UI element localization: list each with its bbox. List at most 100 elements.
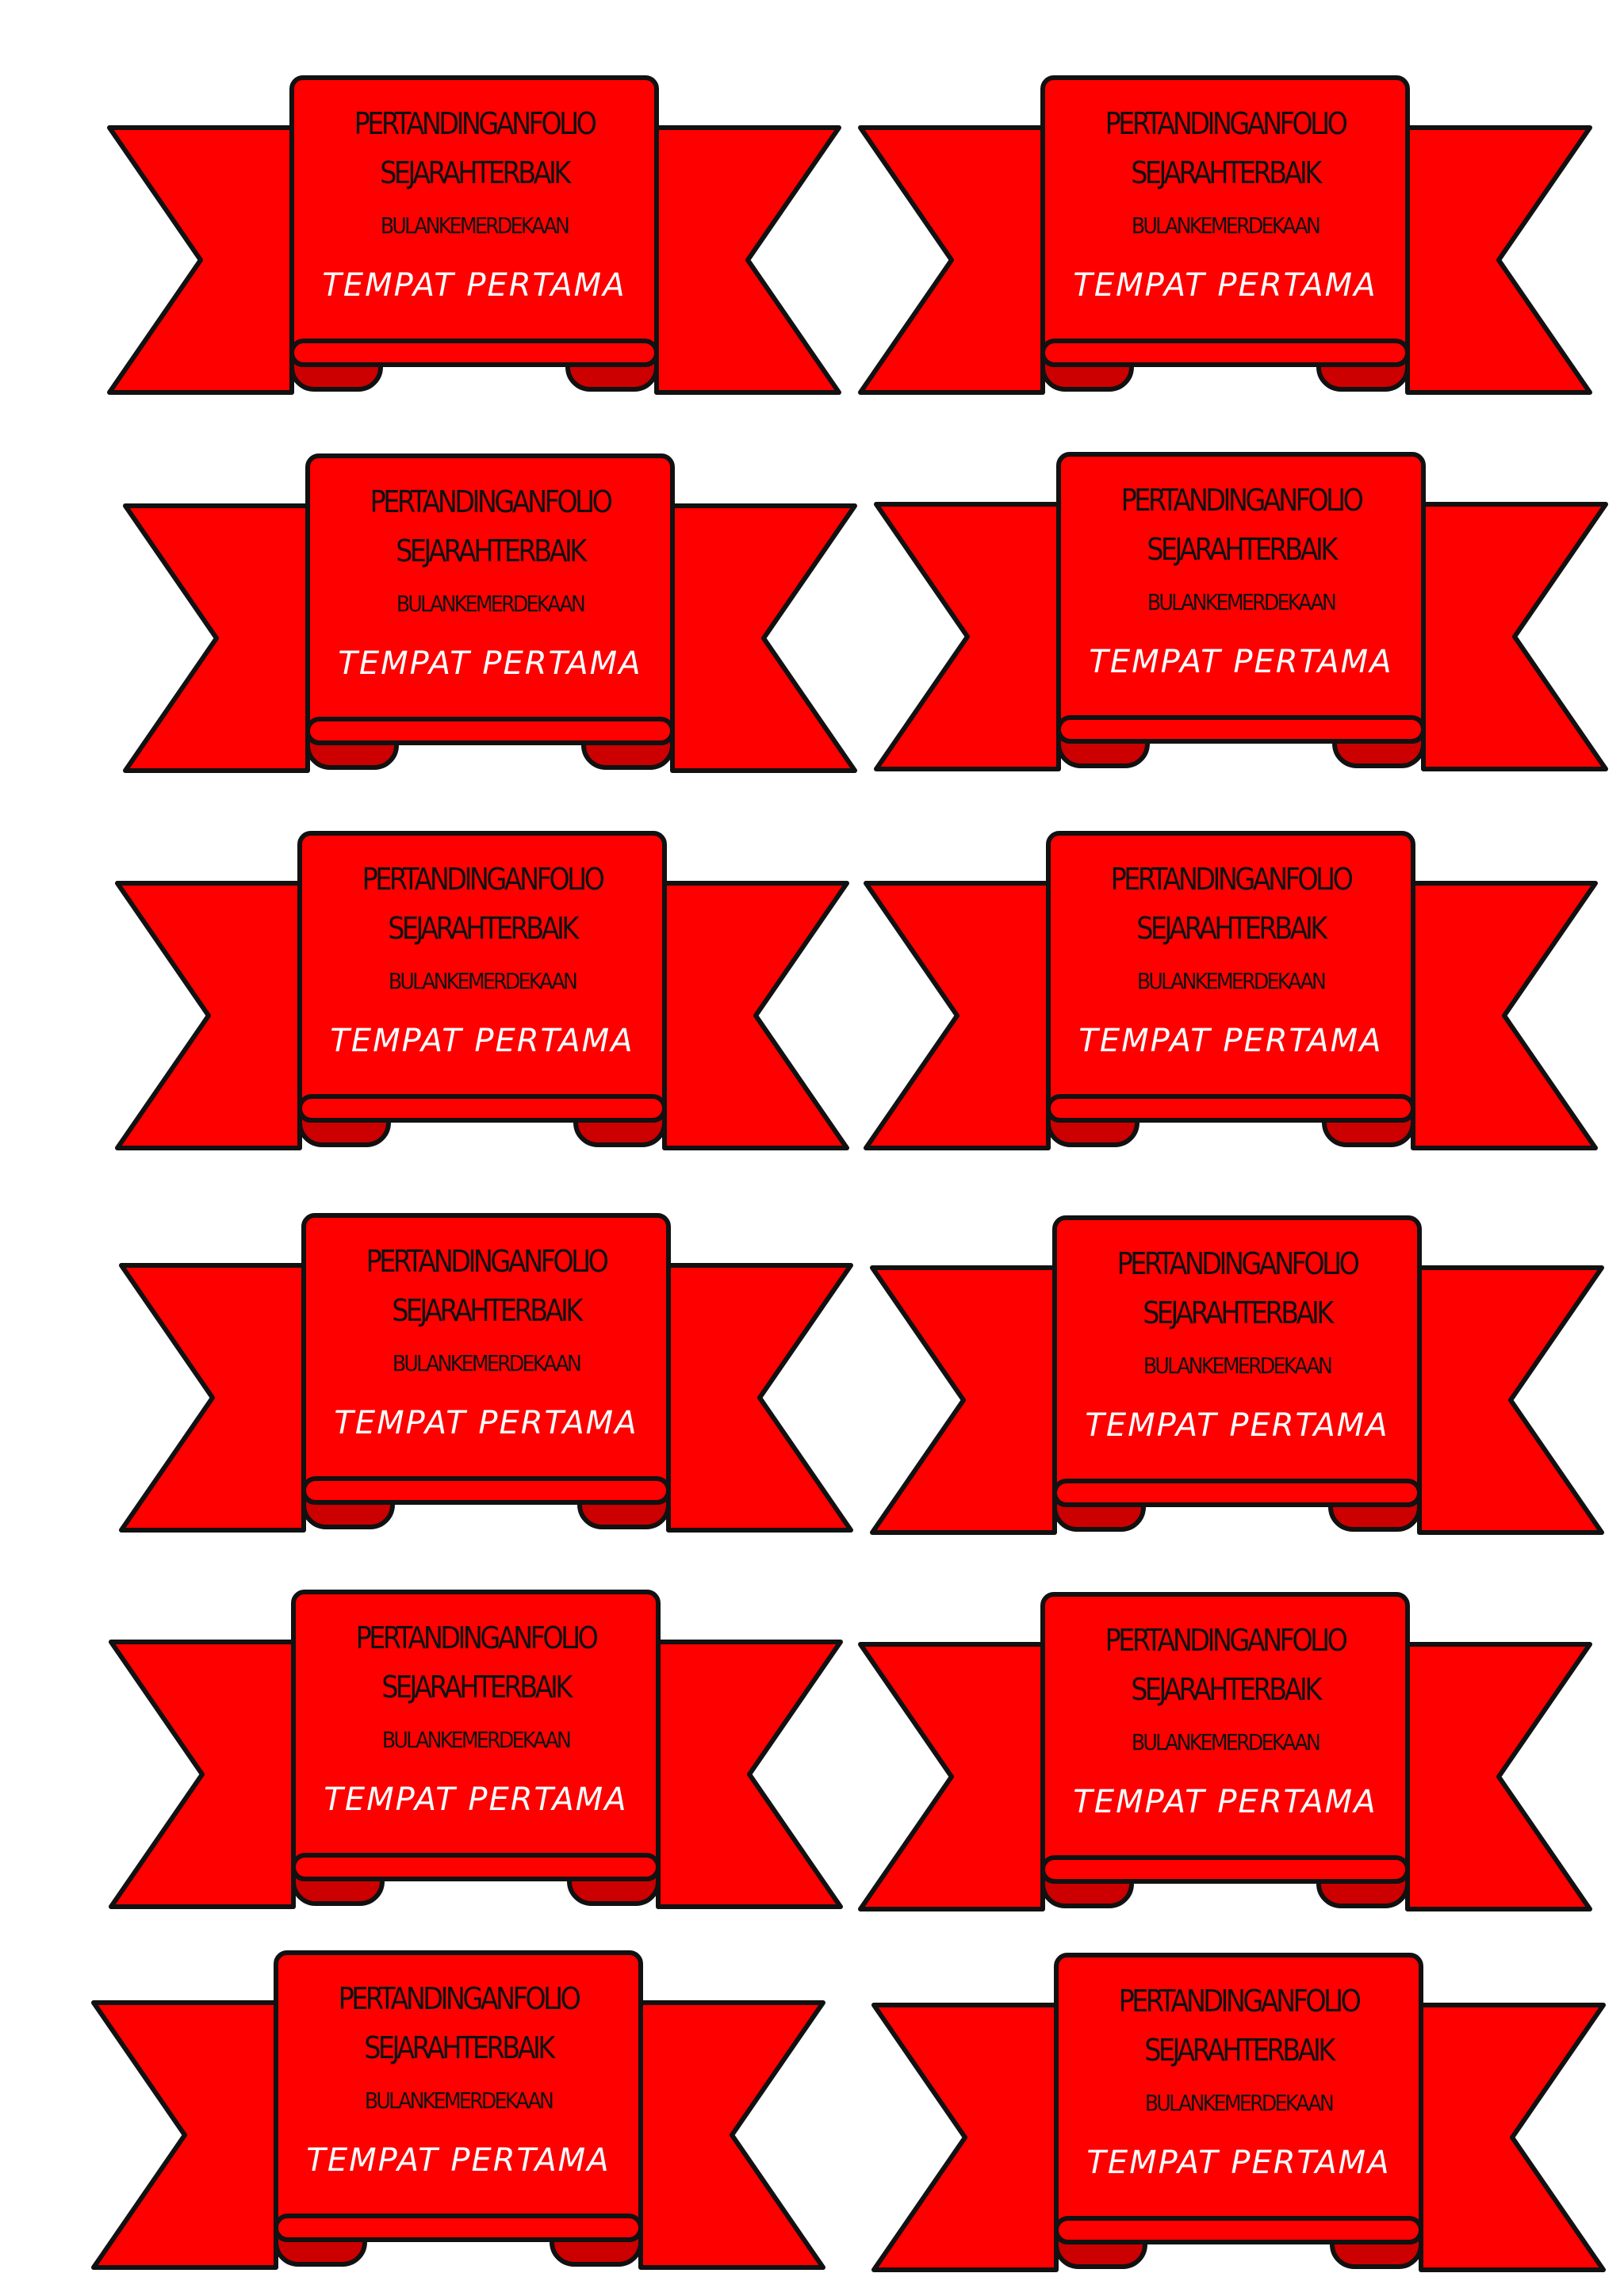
label-title-line-2: SEJARAHTERBAIK [1144,2033,1335,2068]
award-label: PERTANDINGANFOLIO SEJARAHTERBAIK BULANKE… [123,453,857,786]
ribbon-left-tail [871,2003,1059,2272]
label-subtitle: BULANKEMERDEKAAN [1136,968,1327,994]
ribbon-right-tail [1421,502,1608,771]
label-subtitle: BULANKEMERDEKAAN [388,968,578,994]
ribbon-rolled-edge [305,717,675,745]
ribbon-rolled-edge [297,1094,667,1123]
label-placement: TEMPAT PERTAMA [1073,267,1377,304]
label-title-line-2: SEJARAHTERBAIK [364,2030,555,2065]
label-title-line-2: SEJARAHTERBAIK [380,155,571,190]
ribbon-rolled-edge [1040,1855,1410,1884]
award-label: PERTANDINGANFOLIO SEJARAHTERBAIK BULANKE… [107,75,841,408]
label-placement: TEMPAT PERTAMA [334,1405,638,1441]
label-placement: TEMPAT PERTAMA [322,267,626,304]
ribbon-rolled-edge [1046,1094,1415,1123]
label-title-line-2: SEJARAHTERBAIK [396,534,587,568]
label-title-line-2: SEJARAHTERBAIK [1136,911,1327,946]
label-subtitle: BULANKEMERDEKAAN [380,212,570,239]
ribbon-shape [91,1950,825,2270]
label-placement: TEMPAT PERTAMA [1078,1023,1383,1059]
label-subtitle: BULANKEMERDEKAAN [381,1727,572,1753]
ribbon-shape [870,1215,1604,1535]
ribbon-rolled-edge [289,339,659,367]
label-subtitle: BULANKEMERDEKAAN [1131,1729,1321,1755]
ribbon-right-tail [1405,125,1592,395]
ribbon-shape [107,75,841,395]
ribbon-rolled-edge [1052,1479,1422,1507]
ribbon-left-tail [858,1642,1045,1911]
ribbon-right-tail [670,503,857,773]
ribbon-left-tail [858,125,1045,395]
ribbon-rolled-edge [1040,339,1410,367]
label-subtitle: BULANKEMERDEKAAN [392,1350,582,1376]
label-subtitle: BULANKEMERDEKAAN [1131,212,1321,239]
ribbon-right-tail [1417,1265,1604,1535]
ribbon-shape [115,831,849,1150]
award-label: PERTANDINGANFOLIO SEJARAHTERBAIK BULANKE… [871,1953,1606,2286]
label-title-line-1: PERTANDINGANFOLIO [362,862,605,897]
label-title-line-1: PERTANDINGANFOLIO [1105,106,1348,141]
award-label: PERTANDINGANFOLIO SEJARAHTERBAIK BULANKE… [858,75,1592,408]
ribbon-left-tail [123,503,310,773]
label-placement: TEMPAT PERTAMA [306,2142,611,2179]
award-label: PERTANDINGANFOLIO SEJARAHTERBAIK BULANKE… [109,1590,843,1923]
label-title-line-2: SEJARAHTERBAIK [1147,532,1338,567]
award-label: PERTANDINGANFOLIO SEJARAHTERBAIK BULANKE… [874,452,1608,785]
ribbon-right-tail [1419,2003,1606,2272]
award-label: PERTANDINGANFOLIO SEJARAHTERBAIK BULANKE… [870,1215,1604,1548]
ribbon-left-tail [874,502,1061,771]
ribbon-rolled-edge [1056,715,1426,744]
ribbon-right-tail [666,1263,853,1533]
label-title-line-1: PERTANDINGANFOLIO [1118,1984,1362,2019]
ribbon-right-tail [638,2000,825,2270]
award-label: PERTANDINGANFOLIO SEJARAHTERBAIK BULANKE… [119,1213,853,1546]
label-subtitle: BULANKEMERDEKAAN [1147,589,1337,615]
label-title-line-1: PERTANDINGANFOLIO [338,1981,581,2016]
label-subtitle: BULANKEMERDEKAAN [364,2087,554,2114]
label-placement: TEMPAT PERTAMA [324,1781,628,1818]
label-title-line-2: SEJARAHTERBAIK [392,1293,583,1328]
label-subtitle: BULANKEMERDEKAAN [1144,2090,1335,2116]
ribbon-left-tail [870,1265,1057,1535]
label-title-line-1: PERTANDINGANFOLIO [366,1244,609,1279]
label-placement: TEMPAT PERTAMA [330,1023,634,1059]
ribbon-left-tail [115,881,302,1150]
ribbon-shape [864,831,1598,1150]
award-label: PERTANDINGANFOLIO SEJARAHTERBAIK BULANKE… [91,1950,825,2283]
label-subtitle: BULANKEMERDEKAAN [1143,1353,1333,1379]
ribbon-right-tail [1411,881,1598,1150]
ribbon-rolled-edge [291,1853,661,1881]
label-title-line-1: PERTANDINGANFOLIO [370,484,613,519]
label-title-line-2: SEJARAHTERBAIK [1131,1672,1322,1707]
ribbon-left-tail [119,1263,306,1533]
award-label: PERTANDINGANFOLIO SEJARAHTERBAIK BULANKE… [858,1592,1592,1925]
ribbon-shape [858,1592,1592,1911]
label-placement: TEMPAT PERTAMA [1085,1407,1389,1444]
award-label: PERTANDINGANFOLIO SEJARAHTERBAIK BULANKE… [864,831,1598,1164]
ribbon-right-tail [654,125,841,395]
ribbon-shape [874,452,1608,771]
ribbon-rolled-edge [1054,2216,1423,2244]
ribbon-shape [119,1213,853,1533]
label-title-line-1: PERTANDINGANFOLIO [354,106,597,141]
label-subtitle: BULANKEMERDEKAAN [396,591,586,617]
award-label: PERTANDINGANFOLIO SEJARAHTERBAIK BULANKE… [115,831,849,1164]
ribbon-left-tail [107,125,294,395]
label-title-line-2: SEJARAHTERBAIK [1143,1295,1334,1330]
label-title-line-1: PERTANDINGANFOLIO [1105,1623,1348,1658]
label-placement: TEMPAT PERTAMA [1089,644,1393,680]
label-title-line-2: SEJARAHTERBAIK [388,911,579,946]
label-title-line-2: SEJARAHTERBAIK [1131,155,1322,190]
ribbon-left-tail [91,2000,278,2270]
ribbon-shape [871,1953,1606,2272]
ribbon-left-tail [864,881,1051,1150]
label-title-line-2: SEJARAHTERBAIK [381,1670,573,1705]
ribbon-right-tail [656,1640,843,1909]
label-title-line-1: PERTANDINGANFOLIO [355,1621,599,1655]
ribbon-shape [109,1590,843,1909]
ribbon-shape [858,75,1592,395]
ribbon-rolled-edge [301,1476,671,1505]
label-title-line-1: PERTANDINGANFOLIO [1116,1246,1360,1281]
ribbon-shape [123,453,857,773]
label-title-line-1: PERTANDINGANFOLIO [1120,483,1364,518]
